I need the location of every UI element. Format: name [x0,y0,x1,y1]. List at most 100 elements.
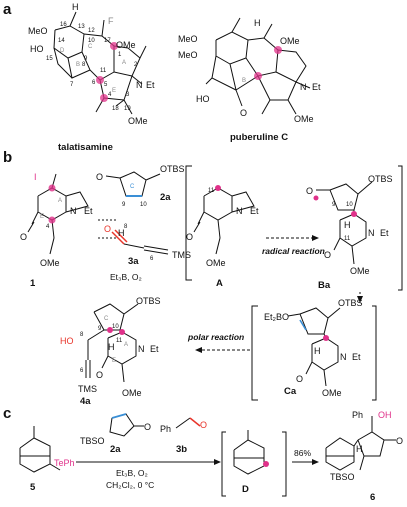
bracket-left-d [221,431,226,497]
atom-ph-3b: Ph [160,424,171,434]
atom-ome-a: OMe [206,258,226,268]
compound-label-4a: 4a [80,396,91,407]
atom-et-compound-1: Et [84,206,93,216]
atom-et-2: Et [312,82,321,92]
compound-label-ba: Ba [318,280,331,291]
atom-tbso-6: TBSO [330,472,355,482]
ring-label-b: B [76,62,80,68]
atom-otbs-ba: OTBS [368,174,393,184]
compound-label-3b: 3b [176,444,187,455]
atom-oh-6: OH [378,410,392,420]
ring-label-c-2a: C [130,184,135,190]
atom-teph-5: TePh [54,458,75,468]
atom-et2bo-ca: Et₂BO [264,312,289,322]
puberuline-c-structure [205,17,311,115]
panel-label-a: a [3,1,12,18]
atom-n-compound-1: N [70,206,77,216]
atom-ho-2: HO [196,94,210,104]
atom-otbs-ca: OTBS [338,298,363,308]
conditions-line-2: CH₂Cl₂, 0 °C [106,480,154,490]
svg-text:2: 2 [134,62,138,68]
atom-o-ca: O [296,374,303,384]
compound-5-structure [19,426,61,473]
locant-11-ba: 11 [344,236,351,242]
compound-Ca-structure [287,307,341,387]
bracket-left-a [185,165,192,281]
step-label-polar-reaction: polar reaction [187,332,244,342]
atom-o-2: O [240,108,247,118]
compound-label-ca: Ca [284,386,297,397]
atom-o-2a: O [96,172,103,182]
atom-otbs-2a: OTBS [160,164,185,174]
compound-label-d: D [242,484,249,495]
atom-o-ba: O [306,186,313,196]
atom-f-ring: F [108,16,114,26]
compound-D-structure [233,430,269,475]
compound-A-structure [193,185,255,255]
ring-label-e: E [112,88,116,94]
atom-o-a: O [186,232,193,242]
svg-text:11: 11 [100,68,107,74]
svg-text:13: 13 [78,24,85,30]
atom-ome-ca: OMe [322,388,342,398]
compound-2a-c-structure [109,413,144,437]
locant-9-2a: 9 [122,202,126,208]
compound-label-5: 5 [30,482,36,493]
locant-9-ba: 9 [332,202,336,208]
ring-label-d: D [60,48,65,54]
compound-2a-structure [105,171,161,197]
bracket-left-ca [251,305,258,401]
compound-3a-structure [111,229,169,255]
atom-meo-1: MeO [178,34,198,44]
conditions-line-1: Et₃B, O₂ [116,468,148,478]
locant-10-ba: 10 [346,202,353,208]
ring-label-a-1: A [58,198,62,204]
ring-label-e-4a: E [112,358,116,364]
atom-ome: OMe [116,40,136,50]
atom-et-4a: Et [150,344,159,354]
atom-o-compound-1: O [20,232,27,242]
svg-text:8: 8 [82,62,86,68]
talatisamine-locants: 16 13 12 14 15 9 10 17 1 2 3 4 5 6 7 8 1… [46,22,138,112]
bracket-right-d [282,431,287,497]
atom-tbso-2a: TBSO [80,436,105,446]
atom-ho: HO [30,44,44,54]
atom-et-a: Et [250,206,259,216]
atom-et-ca: Et [352,352,361,362]
compound-Ba-structure [313,181,373,265]
atom-o-3a: O [104,224,111,234]
atom-ph-6: Ph [352,410,363,420]
compound-label-1: 1 [30,278,36,289]
compound-name-puberuline-c: puberuline C [230,132,288,143]
svg-text:19: 19 [124,106,131,112]
svg-text:1: 1 [118,52,122,58]
atom-ome-4a: OMe [122,388,142,398]
atom-h: H [72,2,79,12]
compound-1-structure [27,173,89,255]
atom-h-3a: H [118,228,125,238]
atom-iodine: I [34,172,37,182]
ring-label-c: C [88,44,93,50]
panel-label-c: c [3,405,11,422]
svg-text:16: 16 [60,22,67,28]
talatisamine-structure [53,11,147,115]
atom-otbs-4a: OTBS [136,296,161,306]
atom-h-2: H [254,18,261,28]
compound-3b-structure [175,417,201,429]
yield-label: 86% [294,448,311,458]
atom-tms-4a: TMS [78,384,97,394]
atom-ome-compound-1: OMe [40,258,60,268]
atom-n-4a: N [138,344,145,354]
atom-ome-3: OMe [280,36,300,46]
atom-et-ba: Et [380,228,389,238]
compound-label-3a: 3a [128,256,139,267]
svg-text:15: 15 [46,56,53,62]
bracket-right-ba [398,165,403,291]
atom-h-6: H [356,444,363,454]
svg-text:6: 6 [92,80,96,86]
locant-11-a: 11 [208,188,215,194]
ring-label-e-1: E [40,214,44,220]
locant-4-compound-1: 4 [46,224,50,230]
ring-label-a-4a: A [124,342,128,348]
